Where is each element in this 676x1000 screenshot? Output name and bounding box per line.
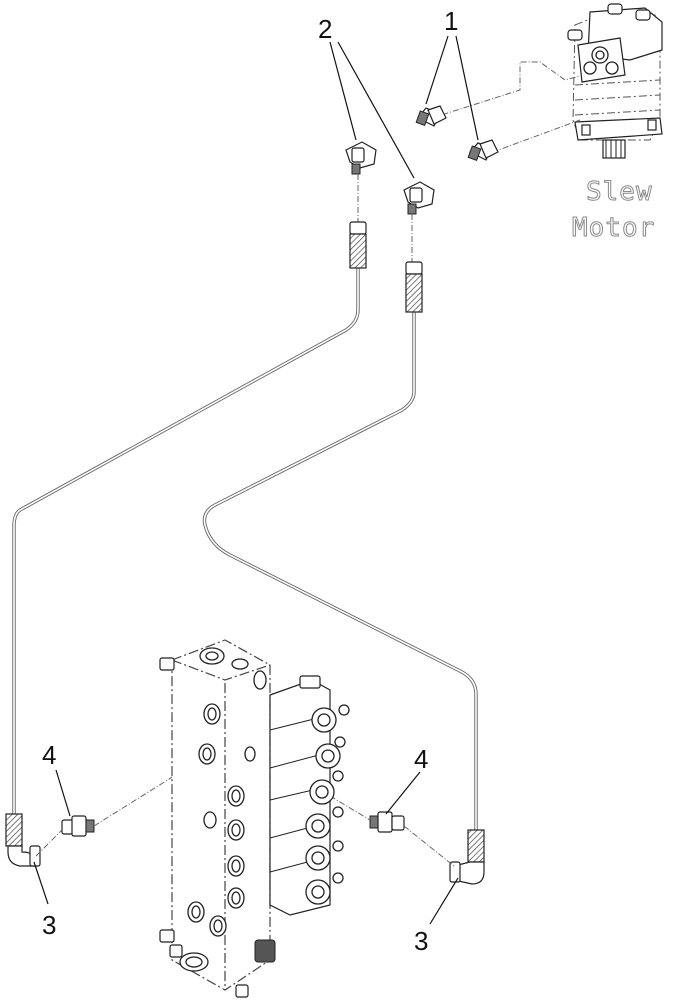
fitting-1-lower (467, 139, 499, 161)
motor-label-line1: Slew (586, 177, 653, 207)
callout-4-right: 4 (414, 744, 428, 774)
callout-1: 1 (444, 6, 458, 36)
fitting-2-left (345, 141, 377, 175)
hose-right (202, 312, 478, 830)
hose-end-right-bottom (467, 829, 485, 863)
fitting-1-upper (415, 105, 447, 127)
callout-4-left: 4 (42, 740, 56, 770)
slew-motor (567, 3, 663, 159)
control-valve (159, 639, 350, 998)
callout-3-right: 3 (414, 926, 428, 956)
fitting-4-right (369, 811, 405, 833)
hose-end-left-top (349, 221, 367, 269)
callout-2: 2 (318, 14, 332, 44)
fitting-3-left (7, 845, 41, 867)
hose-end-left-bottom (5, 813, 23, 847)
fitting-3-right (449, 861, 485, 885)
motor-label-line2: Motor (572, 213, 655, 243)
leaders-1 (425, 35, 479, 141)
fitting-4-left (61, 815, 95, 837)
leaders-3 (33, 861, 459, 925)
hose-left (12, 268, 360, 814)
leaders-2 (329, 41, 415, 179)
solenoid-stack (269, 675, 350, 916)
callout-3-left: 3 (42, 910, 56, 940)
hose-end-right-top (405, 261, 423, 313)
fitting-2-right (403, 181, 435, 215)
leaders-4 (55, 769, 421, 817)
